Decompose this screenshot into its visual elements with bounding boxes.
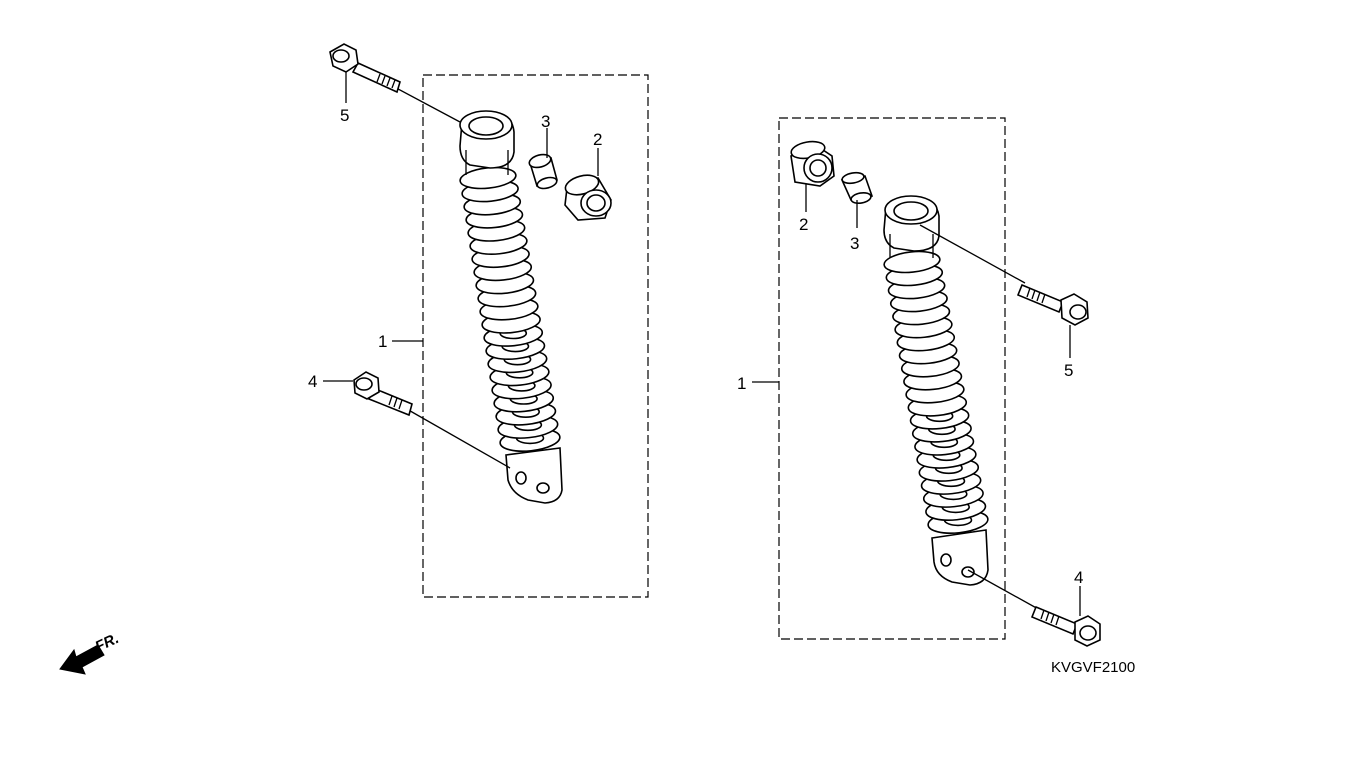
left-shock-assembly: 5 3 2 1 4 xyxy=(308,43,649,598)
left-callout-lower-bolt: 4 xyxy=(308,372,317,391)
left-collar xyxy=(528,153,558,190)
left-lower-bolt xyxy=(353,371,511,469)
front-indicator: FR. xyxy=(59,630,122,675)
right-lower-bolt xyxy=(967,569,1101,647)
right-group-box xyxy=(778,117,1006,640)
left-shock-absorber xyxy=(459,110,563,504)
right-upper-bolt xyxy=(919,224,1089,326)
right-callout-shock: 1 xyxy=(737,374,746,393)
left-group-box xyxy=(422,74,649,598)
left-callout-shock: 1 xyxy=(378,332,387,351)
left-bush xyxy=(564,174,612,221)
left-callout-collar: 3 xyxy=(541,112,550,131)
right-shock-assembly: 2 3 1 5 4 xyxy=(737,117,1101,647)
right-bush xyxy=(790,140,835,187)
front-label: FR. xyxy=(93,630,122,656)
left-callout-upper-bolt: 5 xyxy=(340,106,349,125)
right-callout-lower-bolt: 4 xyxy=(1074,568,1083,587)
right-callout-bush: 2 xyxy=(799,215,808,234)
right-collar xyxy=(840,171,874,205)
left-upper-bolt xyxy=(329,43,461,123)
front-arrow-icon xyxy=(59,644,105,675)
right-callout-upper-bolt: 5 xyxy=(1064,361,1073,380)
right-callout-collar: 3 xyxy=(850,234,859,253)
diagram-code: KVGVF2100 xyxy=(1051,659,1135,676)
right-shock-absorber xyxy=(883,195,989,586)
left-callout-bush: 2 xyxy=(593,130,602,149)
